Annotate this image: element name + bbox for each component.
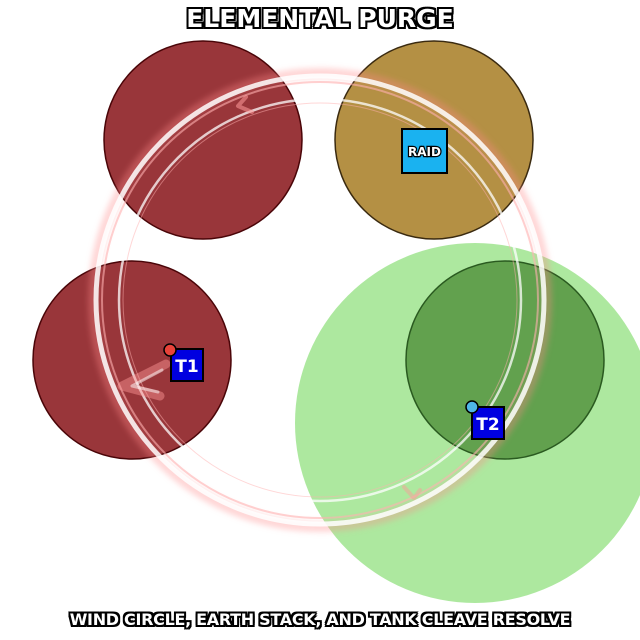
t2-marker: T2 bbox=[465, 400, 505, 440]
t1-position-dot bbox=[163, 343, 177, 357]
raid-marker-label: RAID bbox=[408, 145, 441, 159]
t2-marker-label: T2 bbox=[476, 415, 499, 435]
t2-position-dot bbox=[465, 400, 479, 414]
t1-marker: T1 bbox=[163, 343, 204, 382]
mechanic-caption: Wind circle, earth stack, and tank cleav… bbox=[69, 609, 571, 629]
glowing-ring bbox=[88, 68, 552, 532]
t1-marker-label: T1 bbox=[175, 357, 198, 377]
fire-aoe-circle-top bbox=[103, 40, 303, 240]
rotation-arrow-small-bottom-icon bbox=[402, 485, 422, 500]
page-title: Elemental Purge bbox=[186, 3, 455, 33]
raid-marker: RAID bbox=[401, 128, 448, 174]
tank-cleave-circle bbox=[405, 260, 605, 460]
rotation-arrow-small-top-icon bbox=[236, 95, 254, 114]
rotation-arrow-icon bbox=[117, 359, 171, 401]
